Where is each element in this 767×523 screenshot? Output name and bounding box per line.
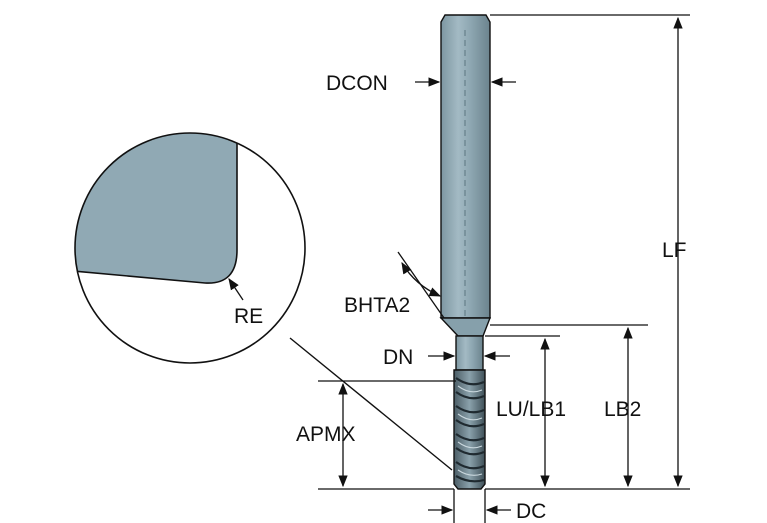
label-lf: LF (662, 239, 687, 262)
label-dn: DN (383, 346, 413, 369)
label-lu-lb1: LU/LB1 (496, 398, 566, 421)
tool-neck (455, 335, 484, 371)
bhta2-angle-arc (401, 261, 442, 297)
label-dc: DC (516, 500, 546, 523)
re-leader (228, 278, 244, 301)
label-re: RE (234, 305, 263, 328)
detail-leader-line (289, 337, 453, 471)
dimension-lines (228, 14, 690, 523)
tool-taper (439, 317, 492, 337)
end-mill-tool (439, 14, 492, 490)
tool-flutes (453, 369, 486, 490)
label-dcon: DCON (326, 72, 388, 95)
label-lb2: LB2 (604, 398, 641, 421)
label-bhta2: BHTA2 (344, 294, 410, 317)
label-apmx: APMX (296, 423, 356, 446)
